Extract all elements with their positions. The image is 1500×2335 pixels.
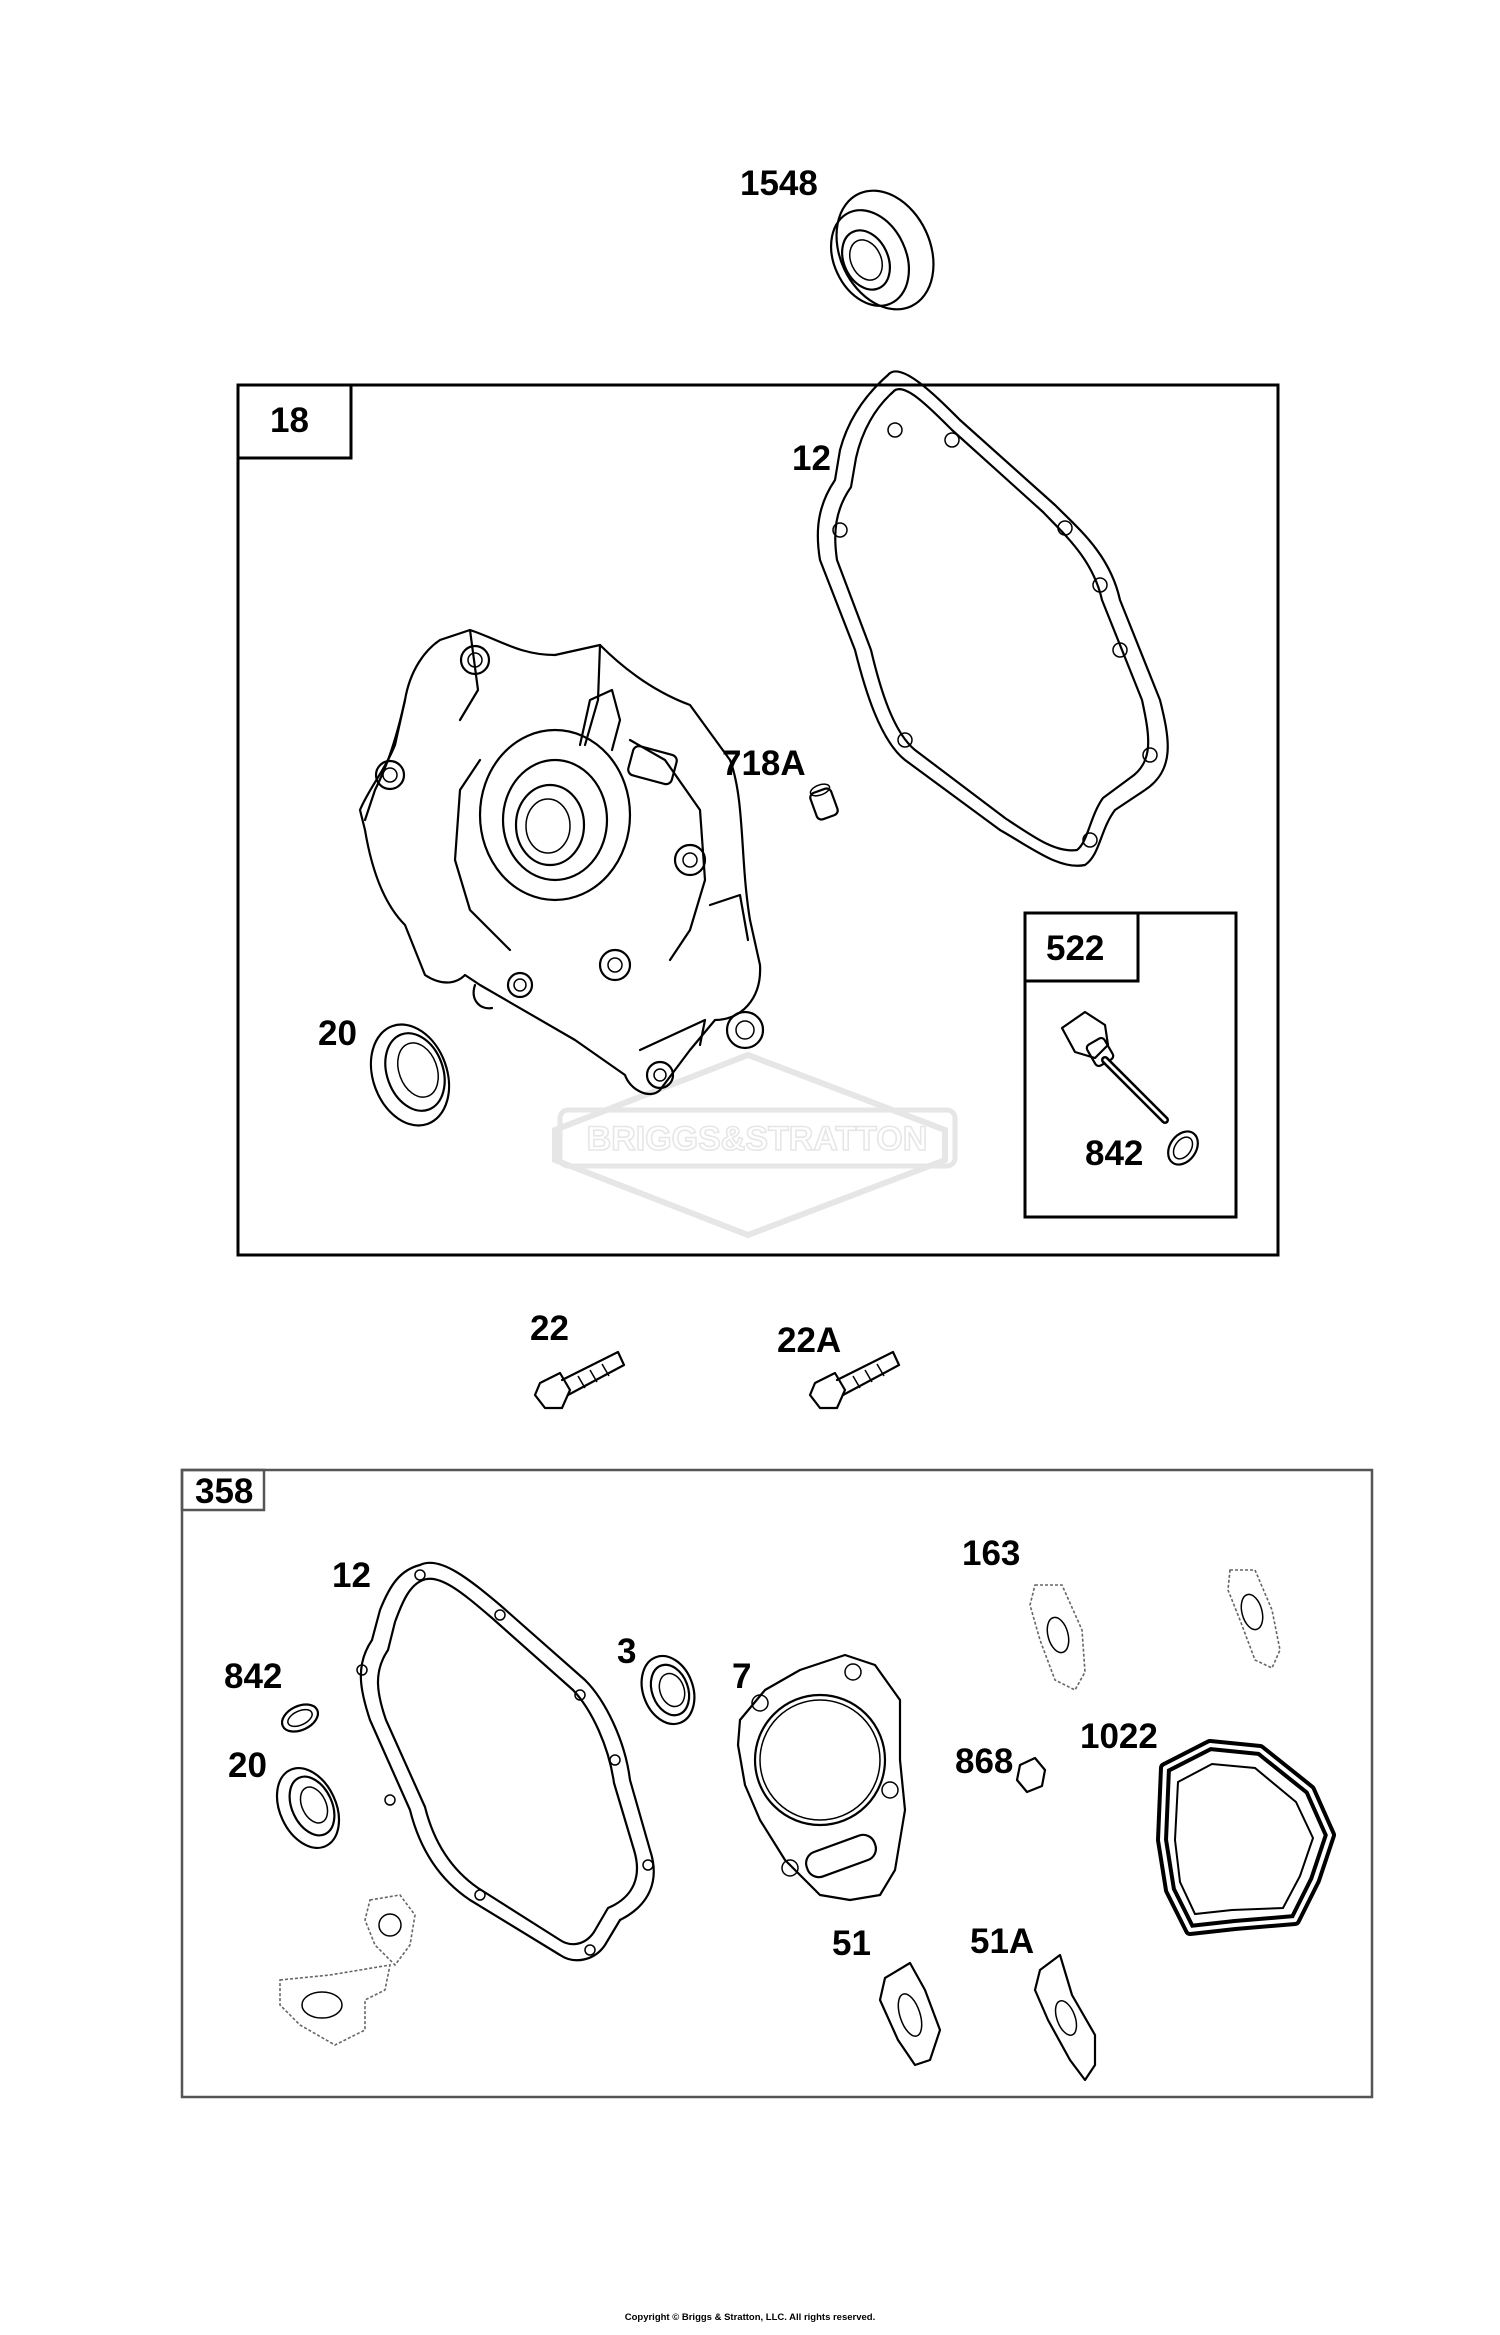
label-12-set: 12 [332,1556,371,1595]
label-20-top: 20 [318,1014,357,1053]
gasket-163-b[interactable] [1227,1569,1281,1670]
copyright-notice: Copyright © Briggs & Stratton, LLC. All … [624,2312,876,2323]
label-522: 522 [1046,929,1104,968]
label-22: 22 [530,1309,569,1348]
label-358: 358 [195,1472,253,1511]
label-718a: 718A [722,744,806,783]
dipstick[interactable] [1060,1010,1169,1124]
label-18: 18 [270,401,309,440]
label-box-358 [180,1468,266,1512]
screw-22a[interactable] [808,1350,901,1410]
gasket-set-box [180,1468,1374,2099]
gasket-12-set[interactable] [356,1561,655,1962]
gasket-163-a[interactable] [1029,1584,1086,1692]
label-22a: 22A [777,1321,841,1360]
label-163: 163 [962,1534,1020,1573]
label-12-top: 12 [792,439,831,478]
bearing-1548[interactable] [816,175,952,325]
label-868: 868 [955,1742,1013,1781]
label-51: 51 [832,1924,871,1963]
gasket-51a[interactable] [1033,1953,1097,2082]
label-1022: 1022 [1080,1717,1158,1756]
gasket-small-left-1[interactable] [364,1894,416,1967]
label-3: 3 [617,1632,636,1671]
gasket-small-left-2[interactable] [279,1964,392,2046]
label-1548: 1548 [740,164,818,203]
oil-seal-3[interactable] [633,1649,704,1732]
o-ring-842-set[interactable] [278,1699,323,1737]
seal-1022[interactable] [1156,1739,1336,1936]
briggs-stratton-watermark: BRIGGS&STRATTON [552,1051,958,1239]
oil-seal-20-set[interactable] [265,1758,351,1858]
gasket-12-top[interactable] [816,370,1169,867]
oil-seal-20-top[interactable] [357,1013,462,1136]
nut-868[interactable] [1015,1756,1047,1794]
label-51a: 51A [970,1922,1034,1961]
gasket-51[interactable] [878,1961,942,2067]
crankcase-cover-box [236,383,1280,1257]
label-box-522 [1023,911,1140,983]
label-7: 7 [732,1657,751,1696]
label-20-set: 20 [228,1746,267,1785]
head-gasket-7[interactable] [736,1653,907,1902]
label-842-set: 842 [224,1657,282,1696]
pin-718a[interactable] [809,782,839,821]
crankcase-cover[interactable] [358,628,765,1096]
label-box-18 [236,383,353,460]
label-842-top: 842 [1085,1134,1143,1173]
screw-22[interactable] [533,1350,626,1410]
o-ring-842-top[interactable] [1162,1126,1204,1170]
svg-text:BRIGGS&STRATTON: BRIGGS&STRATTON [587,1120,928,1158]
